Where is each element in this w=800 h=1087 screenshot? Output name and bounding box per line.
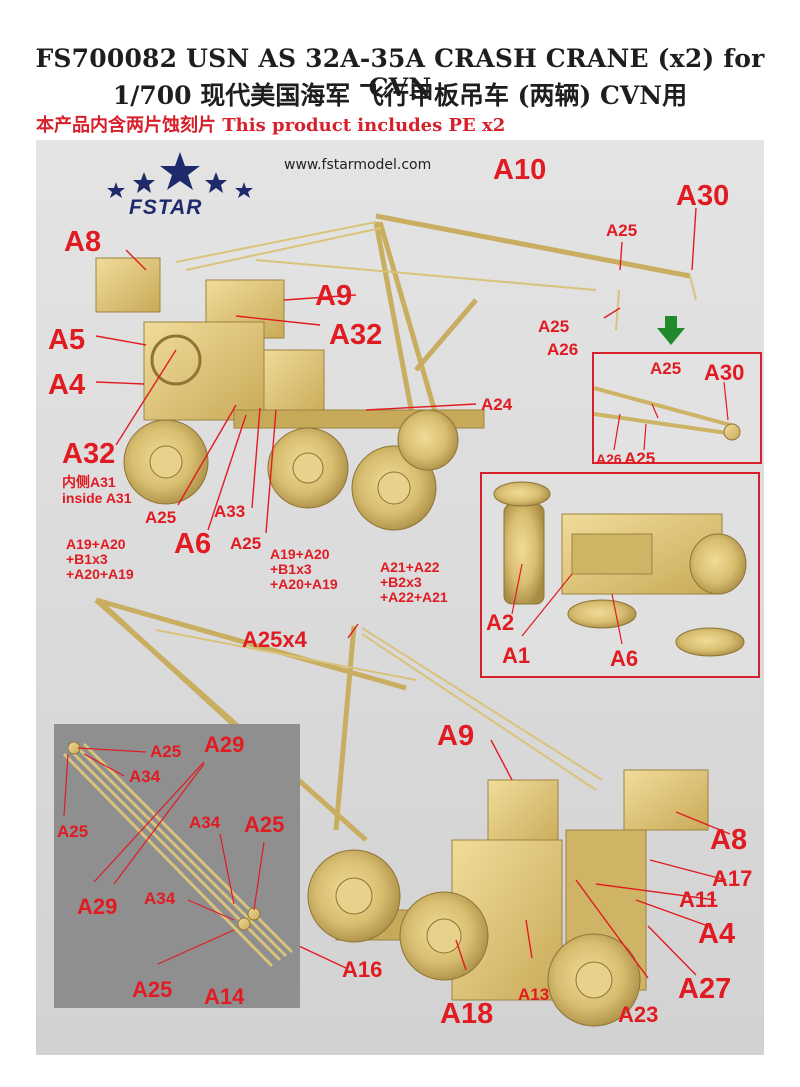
label-inset3-a25d: A25 — [132, 977, 173, 1002]
label-inset2-a6: A6 — [610, 646, 639, 671]
label-inset3-a25a: A25 — [150, 742, 182, 761]
product-title-en: FS700082 USN AS 32A-35A CRASH CRANE (x2)… — [35, 44, 765, 102]
rods-illustration — [54, 724, 300, 1008]
label-a23: A23 — [618, 1002, 659, 1027]
label-inset1-a26: A26 — [596, 451, 622, 467]
label-a4-top: A4 — [48, 369, 86, 401]
label-inset3-a34b: A34 — [189, 813, 221, 832]
label-a14: A14 — [204, 984, 245, 1009]
label-inset2-a1: A1 — [502, 643, 531, 668]
label-a8-bottom: A8 — [710, 824, 748, 856]
label-a25-mid: A25 — [538, 317, 570, 336]
label-a18: A18 — [440, 998, 494, 1030]
label-a11: A11 — [679, 887, 719, 912]
leader-lines — [95, 207, 731, 979]
inset-underside — [480, 472, 760, 678]
label-a32-top: A32 — [329, 319, 383, 351]
label-a25-top: A25 — [606, 221, 638, 240]
upper-boom — [373, 213, 691, 437]
brand-logo: FSTAR — [129, 196, 203, 219]
inset-rods — [54, 724, 300, 1008]
label-a16: A16 — [342, 957, 383, 982]
label-a25-lower1: A25 — [145, 508, 177, 527]
inset-boom-tip — [592, 352, 762, 464]
label-a32-left: A32 — [62, 438, 116, 470]
label-a13: A13 — [518, 985, 550, 1004]
product-title-cn: 1/700 现代美国海军 飞行甲板吊车 (两辆) CVN用 — [112, 81, 688, 110]
label-a9-top: A9 — [315, 280, 353, 312]
label-a4-bottom: A4 — [698, 918, 736, 950]
pe-note: 本产品内含两片蚀刻片 This product includes PE x2 — [36, 115, 506, 136]
label-inset1-a25b: A25 — [624, 449, 656, 468]
label-a26-top: A26 — [547, 340, 579, 359]
fstar-star-icon — [107, 152, 253, 198]
label-a25x4: A25x4 — [242, 627, 307, 652]
label-a32-note-cn: 内侧A31 — [62, 474, 116, 490]
underside-illustration — [482, 474, 758, 676]
label-a10: A10 — [493, 154, 547, 186]
label-inset1-a30: A30 — [704, 360, 745, 385]
down-arrow-icon — [657, 316, 685, 345]
label-a6-main: A6 — [174, 528, 212, 560]
website-url: www.fstarmodel.com — [284, 157, 432, 173]
label-inset3-a34c: A34 — [144, 889, 176, 908]
boom-tip-illustration — [594, 354, 760, 462]
label-wheel-mid: A19+A20 +B1x3 +A20+A19 — [270, 546, 338, 593]
label-a9-bottom: A9 — [437, 720, 475, 752]
label-inset3-a34a: A34 — [129, 767, 161, 786]
label-a5: A5 — [48, 324, 86, 356]
label-a32-note-en: inside A31 — [62, 490, 132, 506]
label-a8-top: A8 — [64, 226, 102, 258]
label-a17: A17 — [712, 866, 753, 891]
label-a25-lower2: A25 — [230, 534, 262, 553]
label-inset3-a29a: A29 — [204, 732, 245, 757]
label-a33: A33 — [214, 502, 246, 521]
label-wheel-rear: A21+A22 +B2x3 +A22+A21 — [380, 559, 448, 606]
label-inset3-a25b: A25 — [57, 822, 89, 841]
label-a24: A24 — [481, 395, 513, 414]
label-inset3-a25c: A25 — [244, 812, 285, 837]
label-inset3-a29b: A29 — [77, 894, 118, 919]
label-a30-top: A30 — [676, 180, 730, 212]
label-inset2-a2: A2 — [486, 610, 515, 635]
label-inset1-a25: A25 — [650, 359, 682, 378]
label-a27: A27 — [678, 973, 732, 1005]
label-wheel-front: A19+A20 +B1x3 +A20+A19 — [66, 536, 134, 583]
